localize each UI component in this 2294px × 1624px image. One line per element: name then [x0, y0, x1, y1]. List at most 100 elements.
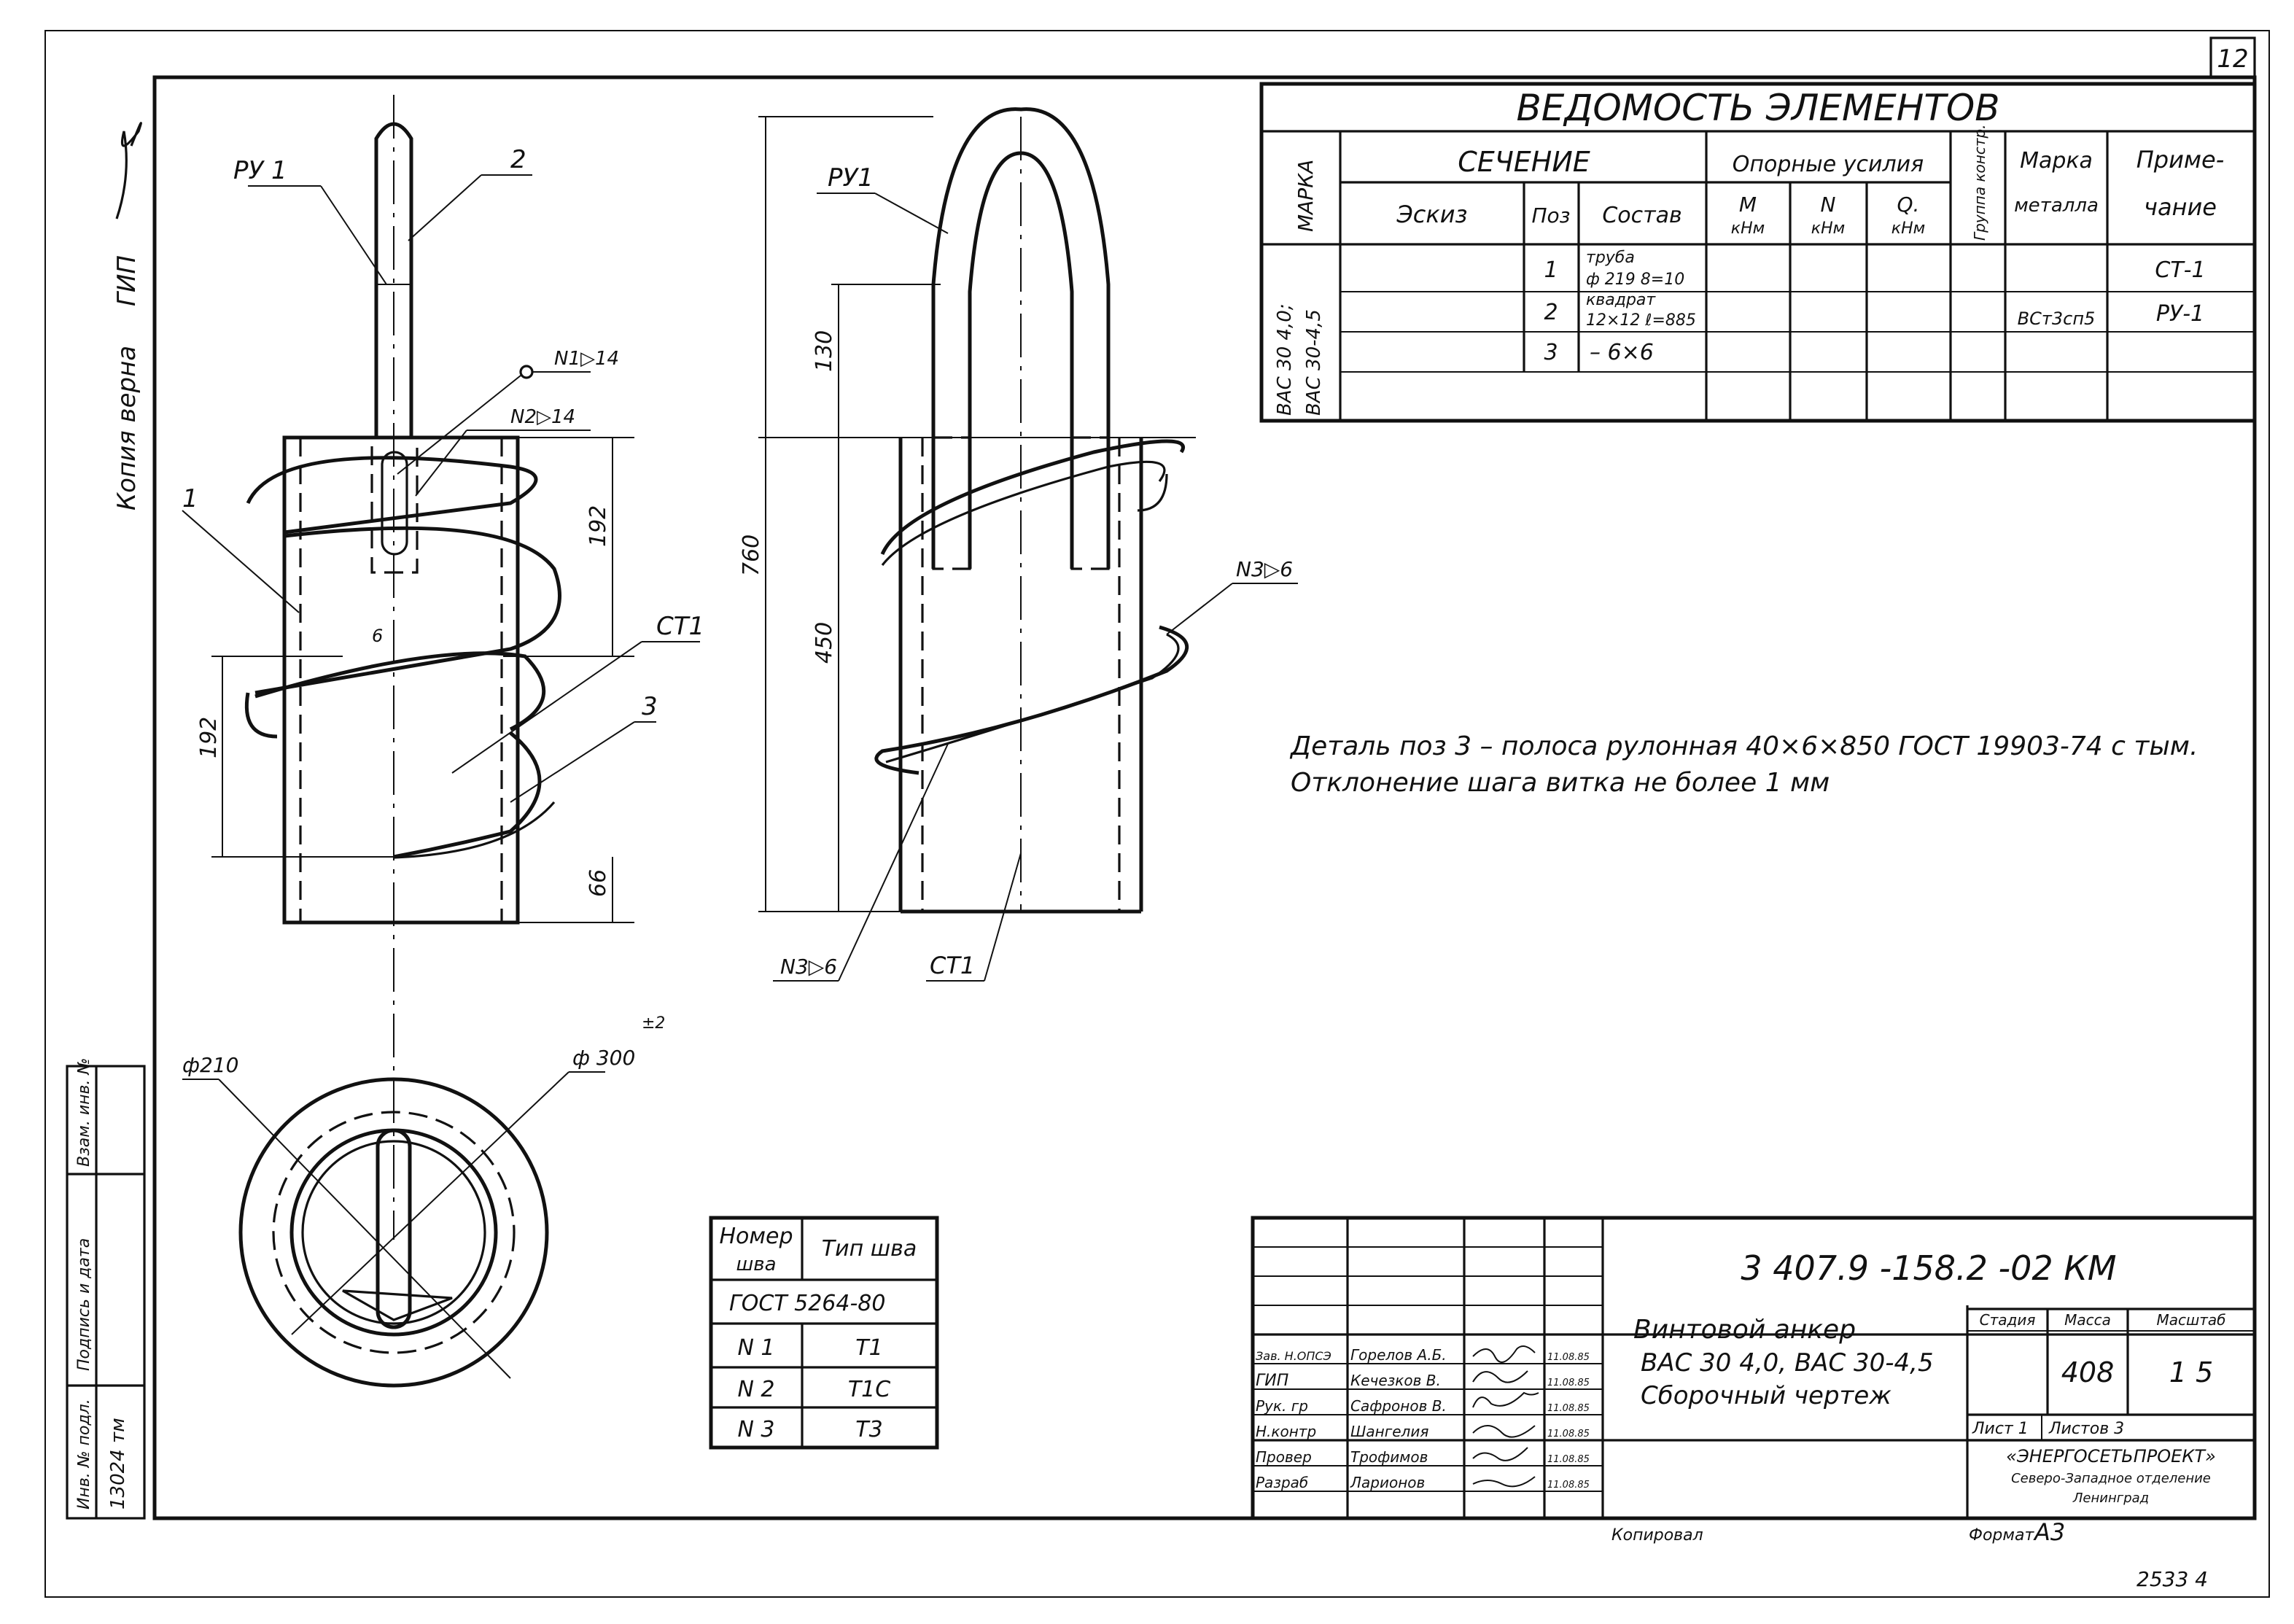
row1-pos: 1 — [1544, 257, 1558, 283]
document-code: 3 407.9 -158.2 -02 КМ — [1741, 1248, 2116, 1288]
org-branch: Северо-Западное отделение — [2011, 1471, 2211, 1486]
signature-2 — [1472, 1370, 1528, 1383]
weld-row3-num: N 3 — [737, 1417, 774, 1442]
header-m-unit: кНм — [1731, 219, 1765, 238]
person-2-role: ГИП — [1256, 1372, 1288, 1390]
label-weld-n3-lower: N3▷6 — [780, 955, 837, 979]
header-marka: МАРКА — [1294, 160, 1318, 232]
header-m: М — [1739, 193, 1757, 217]
row1-note: СТ-1 — [2155, 257, 2205, 283]
sheet-number-box — [2209, 36, 2256, 79]
row3-comp: – 6×6 — [1590, 340, 1654, 365]
signature-6 — [1472, 1476, 1536, 1488]
mass-value: 408 — [2061, 1356, 2115, 1388]
person-4-role: Н.контр — [1256, 1423, 1316, 1440]
row1-comp-1: труба — [1586, 249, 1635, 267]
org-city: Ленинград — [2072, 1491, 2149, 1506]
mass-label: Масса — [2064, 1311, 2111, 1329]
person-3-role: Рук. гр — [1256, 1397, 1308, 1415]
replace-label: Взам. инв. № — [75, 1058, 93, 1167]
header-section: СЕЧЕНИЕ — [1458, 146, 1590, 178]
person-3-name: Сафронов В. — [1350, 1397, 1447, 1415]
row2-comp-1: квадрат — [1586, 291, 1656, 309]
person-4-name: Шангелия — [1350, 1423, 1428, 1440]
marka-value-1: ВАС 30 4,0; — [1274, 304, 1296, 416]
header-n-unit: кНм — [1811, 219, 1845, 238]
sign-label: Подпись и дата — [75, 1238, 93, 1371]
helix-right-1 — [880, 439, 1185, 556]
metal-value: ВСт3сп5 — [2018, 308, 2096, 329]
marka-value-2: ВАС 30-4,5 — [1303, 309, 1325, 416]
header-q: Q. — [1897, 193, 1920, 217]
org-name: «ЭНЕРГОСЕТЬПРОЕКТ» — [2006, 1446, 2216, 1466]
label-weld-n3-upper: N3▷6 — [1236, 557, 1293, 581]
format-label: Формат — [1969, 1526, 2034, 1545]
person-3-date: 11.08.85 — [1547, 1403, 1590, 1414]
label-ct1-right: СТ1 — [930, 952, 975, 979]
person-2-date: 11.08.85 — [1547, 1378, 1590, 1388]
label-2: 2 — [510, 145, 526, 174]
anchor-rod — [374, 122, 413, 438]
inv-label: Инв. № подл. — [75, 1399, 93, 1510]
inner-frame — [152, 75, 2257, 1520]
dim-192-upper: 192 — [586, 505, 611, 547]
helix-turn-1 — [246, 456, 538, 535]
label-ru1: РУ 1 — [233, 156, 287, 185]
helix-turn-3 — [393, 731, 542, 859]
header-q-unit: кНм — [1891, 219, 1925, 238]
row1-comp-2: ф 219 8=10 — [1586, 271, 1684, 289]
scale-label: Масштаб — [2156, 1311, 2225, 1329]
header-forces: Опорные усилия — [1733, 152, 1924, 177]
scale-value: 1 5 — [2169, 1356, 2213, 1388]
plan-view: ф210 ф 300 ±2 — [182, 1014, 665, 1388]
rod-slot — [381, 451, 408, 556]
weld-header-2: Тип шва — [822, 1236, 917, 1262]
weld-row3-type: Т3 — [855, 1417, 882, 1442]
gip-label: ГИП — [112, 255, 141, 306]
weld-header-1a: Номер — [719, 1224, 793, 1249]
header-note-2: чание — [2144, 193, 2217, 221]
header-metal-1: Марка — [2020, 148, 2093, 174]
note-line-1: Деталь поз 3 – полоса рулонная 40×6×850 … — [1289, 731, 2198, 761]
sheets-label: Листов 3 — [2048, 1420, 2124, 1438]
row2-note: РУ-1 — [2156, 301, 2204, 327]
label-tolerance: ±2 — [642, 1014, 665, 1033]
helix-outer-circle — [238, 1077, 549, 1388]
signature-4 — [1472, 1425, 1536, 1438]
label-3: 3 — [642, 692, 658, 721]
dim-66: 66 — [586, 869, 611, 897]
dim-130: 130 — [812, 330, 837, 372]
dim-192-lower: 192 — [196, 717, 222, 758]
u-rod-outer — [931, 107, 1111, 569]
label-ru1-right: РУ1 — [828, 163, 874, 193]
label-weld-n2: N2▷14 — [510, 406, 575, 428]
copied-label: Копировал — [1611, 1526, 1703, 1545]
label-1: 1 — [182, 484, 198, 513]
header-composition: Состав — [1602, 203, 1681, 228]
signature-3 — [1472, 1391, 1539, 1408]
label-6: 6 — [372, 626, 383, 646]
stage-label: Стадия — [1980, 1311, 2036, 1329]
left-elevation-view: 192 192 66 РУ 1 2 N1▷14 N2▷14 1 6 СТ1 3 — [182, 95, 704, 1240]
signature-1 — [1472, 1345, 1536, 1363]
header-sketch: Эскиз — [1396, 201, 1467, 228]
label-ct1-left: СТ1 — [656, 612, 704, 641]
right-elevation-view: 130 760 450 РУ1 N3▷6 N3▷6 СТ1 — [739, 107, 1298, 982]
row2-comp-2: 12×12 ℓ=885 — [1586, 311, 1696, 330]
bottom-number: 2533 4 — [2136, 1567, 2208, 1591]
person-1-date: 11.08.85 — [1547, 1352, 1590, 1363]
weld-row2-type: Т1С — [848, 1377, 890, 1402]
doc-name-2: ВАС 30 4,0, ВАС 30-4,5 — [1641, 1348, 1934, 1378]
title-block: 3 407.9 -158.2 -02 КМ Винтовой анкер ВАС… — [1251, 1216, 2257, 1520]
person-6-name: Ларионов — [1350, 1474, 1425, 1491]
label-weld-n1: N1▷14 — [554, 348, 619, 370]
row3-pos: 3 — [1544, 340, 1558, 365]
format-value: А3 — [2033, 1518, 2065, 1546]
signature-mark — [115, 122, 142, 219]
elements-table-title: ВЕДОМОСТЬ ЭЛЕМЕНТОВ — [1516, 87, 1999, 129]
weld-table: Номер шва Тип шва ГОСТ 5264-80 N 1 Т1 N … — [709, 1216, 939, 1450]
weld-row1-num: N 1 — [737, 1335, 774, 1361]
label-d300: ф 300 — [572, 1046, 635, 1070]
header-pos: Поз — [1531, 203, 1570, 228]
